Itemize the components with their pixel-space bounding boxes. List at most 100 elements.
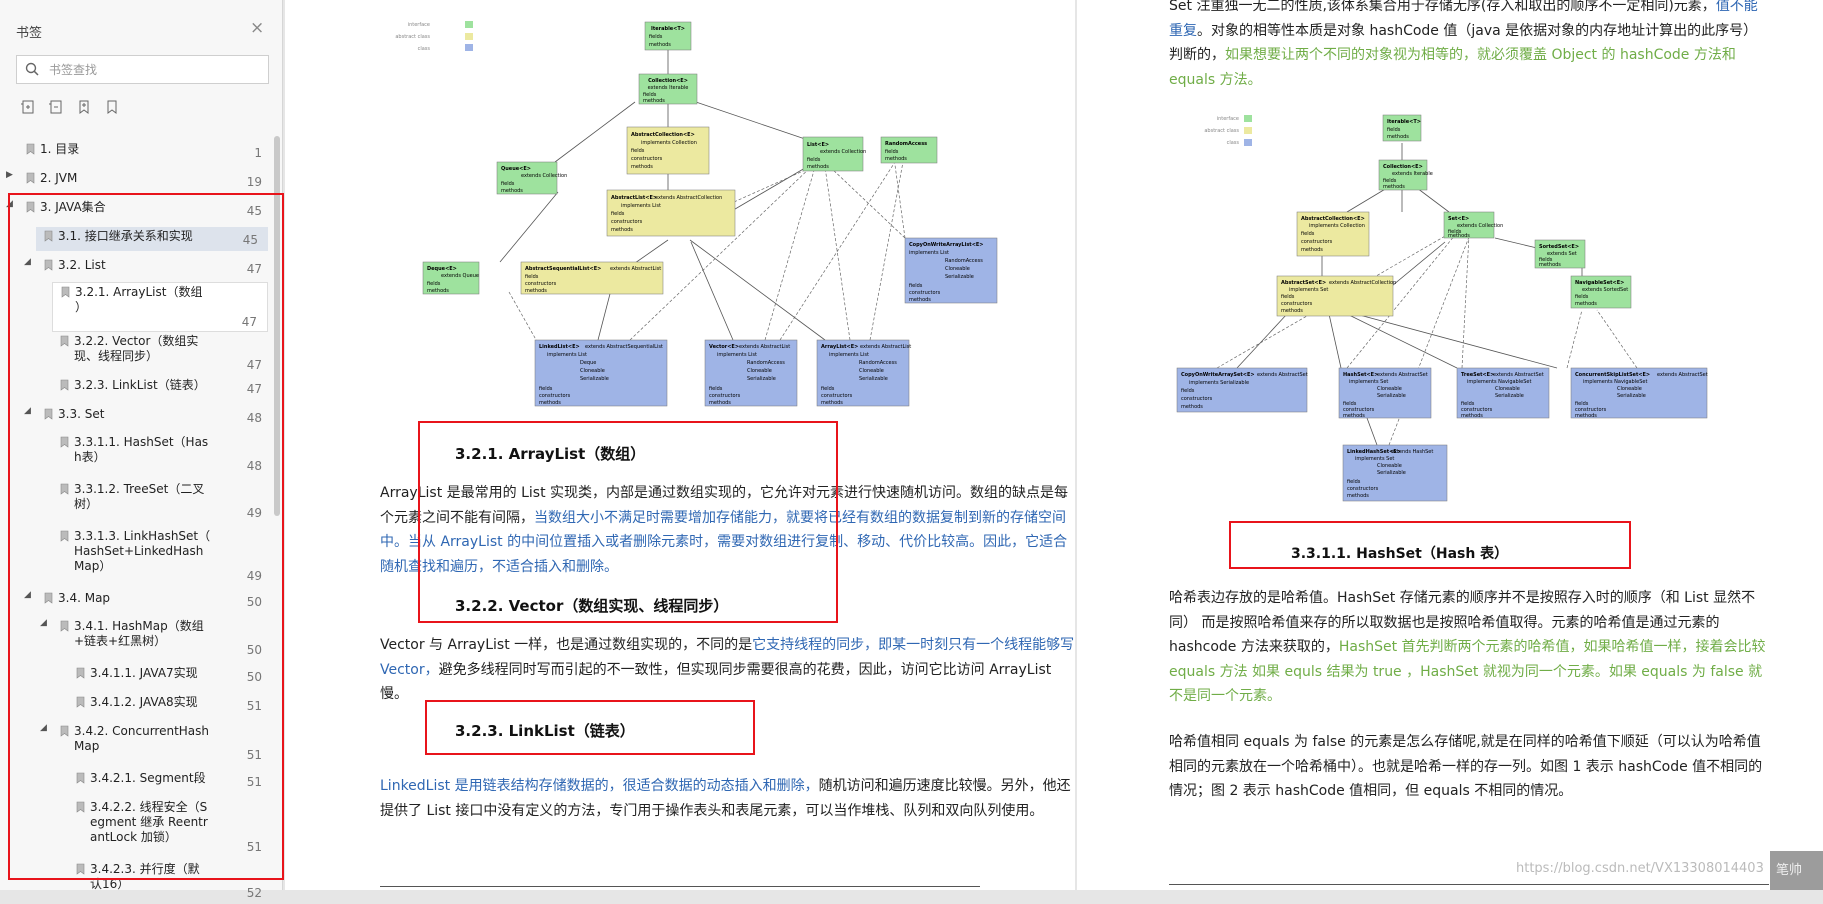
bookmark-page-number: 50 [246,643,262,657]
bookmark-item[interactable]: 3.2.3. LinkList（链表）47 [0,376,272,400]
page-bottom-rule [1169,884,1769,885]
bookmark-item[interactable]: 3.4.2.3. 并行度（默 认16）52 [0,860,272,904]
svg-text:Deque: Deque [580,360,596,366]
search-input[interactable] [49,60,259,80]
svg-text:constructors: constructors [709,393,741,399]
svg-text:fields: fields [807,157,821,163]
bookmark-label: 3.4.2.3. 并行度（默 认16） [90,862,200,891]
bookmark-item[interactable]: 3.3.1.3. LinkHashSet（ HashSet+LinkedHash… [0,527,272,587]
expand-arrow-icon[interactable]: ◢ [40,723,47,733]
bookmark-icon [44,230,53,242]
svg-text:fields: fields [1343,401,1357,407]
collapse-all-icon[interactable] [48,99,64,115]
bookmark-page-number: 47 [241,315,257,329]
bookmark-label: 2. JVM [40,171,78,185]
close-icon[interactable]: × [250,18,265,38]
svg-text:fields: fields [1575,294,1589,300]
svg-text:Cloneable: Cloneable [1377,386,1402,392]
document-page-left: interface abstract class class [285,0,1075,890]
svg-text:methods: methods [807,164,829,170]
expand-arrow-icon[interactable]: ◢ [24,257,31,267]
text-run: 哈希表边存放的是哈希值。HashSet 存储元素的顺序并不是按照存入时的顺序（和… [1169,590,1756,655]
bookmark-icon[interactable] [104,99,120,115]
svg-text:fields: fields [427,281,441,287]
svg-text:constructors: constructors [1461,407,1493,413]
svg-text:implements Collection: implements Collection [1309,223,1365,229]
paragraph-hash-bucket: 哈希值相同 equals 为 false 的元素是怎么存储呢,就是在同样的哈希值… [1169,730,1769,804]
svg-text:methods: methods [821,400,843,406]
svg-text:ConcurrentSkipListSet<E>: ConcurrentSkipListSet<E> [1575,372,1650,378]
bookmark-icon [44,592,53,604]
svg-text:AbstractCollection<E>: AbstractCollection<E> [1301,216,1365,222]
svg-text:fields: fields [709,386,723,392]
bookmark-label: 3.2.2. Vector（数组实 现、线程同步） [74,334,199,363]
text-run: 。对象的相等性本质是对象 hashCode 值（java 是依据对象的内存地址计… [1169,22,1758,64]
svg-text:fields: fields [649,34,663,40]
bookmark-item[interactable]: 3.3.1.2. TreeSet（二叉 树）49 [0,480,272,524]
bookmark-item[interactable]: 3.3.1.1. HashSet（Has h表）48 [0,433,272,477]
list-uml-diagram: interface abstract class class [395,21,998,407]
svg-text:implements Set: implements Set [1349,379,1388,385]
svg-text:fields: fields [501,181,515,187]
bookmark-icon [60,483,69,495]
expand-arrow-icon[interactable]: ◢ [24,590,31,600]
expand-arrow-icon[interactable]: ◢ [40,618,47,628]
svg-text:fields: fields [1539,257,1553,263]
bookmark-icon [60,530,69,542]
svg-text:Collection<E>: Collection<E> [1383,164,1423,170]
text-run: 避免多线程同时写而引起的不一致性，但实现同步需要很高的花费，因此，访问它比访问 … [380,661,1052,703]
bookmark-item[interactable]: 3.2.2. Vector（数组实 现、线程同步） 47 [0,332,272,376]
bookmark-item[interactable]: 3.4.2.2. 线程安全（S egment 继承 Reentr antLock… [0,798,272,858]
svg-text:extends HashSet: extends HashSet [1391,449,1433,455]
expand-all-icon[interactable] [20,99,36,115]
highlight-box [8,193,284,880]
bookmark-page-number: 51 [246,775,262,789]
svg-text:extends AbstractCollection: extends AbstractCollection [655,195,722,201]
svg-text:Cloneable: Cloneable [747,368,772,374]
svg-text:constructors: constructors [631,156,663,162]
text-run-blue: 它支持线程的同步，即某一时刻只有一个线程能够写 Vector， [380,637,1075,678]
text-run-blue: 值不能重复 [1169,0,1758,39]
expand-arrow-icon[interactable]: ◢ [24,406,31,416]
bookmark-item[interactable]: 3.2.1. ArrayList（数组 ）47 [52,282,268,332]
svg-text:constructors: constructors [821,393,853,399]
svg-text:fields: fields [1448,229,1462,235]
svg-text:methods: methods [1181,404,1203,410]
svg-text:RandomAccess: RandomAccess [747,360,785,366]
sidebar-scrollbar[interactable] [274,136,280,516]
expand-arrow-icon[interactable]: ▶ [6,170,13,180]
bookmark-search[interactable] [16,55,269,84]
bookmark-icon [60,725,69,737]
svg-text:methods: methods [539,400,561,406]
bookmark-icon [76,863,85,875]
svg-text:constructors: constructors [909,290,941,296]
heading-3-2-3: 3.2.3. LinkList（链表） [455,722,635,740]
svg-text:methods: methods [643,98,665,104]
svg-text:fields: fields [539,386,553,392]
legend-class: class [1227,140,1240,146]
bookmark-item[interactable]: ◢ 3.4.1. HashMap（数组 +链表+红黑树） 50 [0,617,272,661]
bookmark-page-number: 49 [246,506,262,520]
bookmark-label: 3.4.1. HashMap（数组 +链表+红黑树） [74,619,204,648]
uml-abstractset: AbstractSet<E>extends AbstractCollection… [1276,275,1396,317]
svg-text:ArrayList<E>: ArrayList<E> [821,344,858,350]
corner-button[interactable]: 笔帅 [1770,851,1823,890]
svg-text:methods: methods [501,188,523,194]
bookmark-page-number: 47 [246,358,262,372]
svg-text:methods: methods [1461,413,1483,419]
uml-abstractcollection: AbstractCollection<E>implements Collecti… [1296,211,1370,257]
add-bookmark-icon[interactable] [76,99,92,115]
svg-text:TreeSet<E>: TreeSet<E> [1461,372,1494,378]
